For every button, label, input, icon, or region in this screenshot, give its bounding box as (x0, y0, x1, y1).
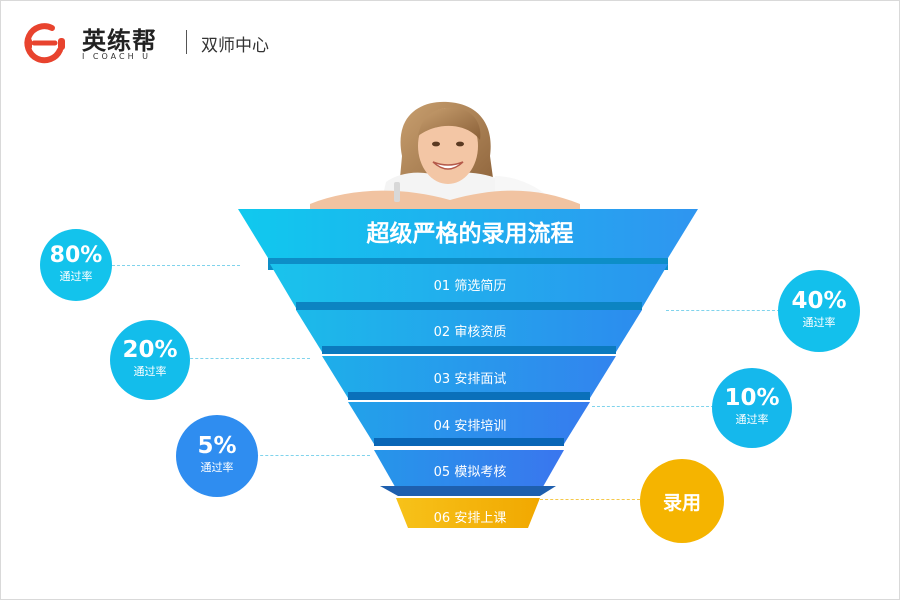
connector-line (592, 406, 714, 407)
funnel-fold (348, 392, 590, 400)
funnel-fold (380, 486, 556, 496)
funnel-step-2 (296, 310, 642, 352)
header-subtitle: 双师中心 (201, 36, 269, 56)
pass-rate-badge: 5% 通过率 (176, 415, 258, 497)
funnel-fold (322, 346, 616, 354)
funnel-step-6 (396, 498, 540, 528)
funnel-step-label: 05 模拟考核 (433, 465, 507, 480)
pass-rate-value: 10% (724, 385, 780, 411)
hired-label: 录用 (662, 492, 701, 514)
pass-rate-caption: 通过率 (59, 270, 93, 283)
funnel-step-4 (348, 402, 590, 444)
funnel-step-label: 06 安排上课 (433, 511, 507, 526)
pass-rate-badge: 80% 通过率 (40, 229, 112, 301)
funnel-step-3 (322, 356, 616, 398)
pass-rate-caption: 通过率 (802, 316, 836, 329)
funnel-title-band (238, 209, 698, 258)
brand-name: 英练帮 (82, 27, 157, 55)
funnel-title: 超级严格的录用流程 (366, 221, 574, 247)
header-divider (186, 30, 187, 54)
pass-rate-caption: 通过率 (735, 413, 769, 426)
pass-rate-caption: 通过率 (133, 365, 167, 378)
funnel-step-label: 03 安排面试 (433, 372, 507, 387)
pass-rate-badge: 20% 通过率 (110, 320, 190, 400)
funnel-fold (296, 302, 642, 310)
connector-line (250, 455, 370, 456)
pass-rate-value: 5% (197, 433, 237, 459)
connector-line (180, 358, 310, 359)
funnel-step-label: 04 安排培训 (433, 419, 507, 434)
connector-line (112, 265, 240, 266)
pass-rate-value: 40% (791, 288, 847, 314)
funnel-step-1 (270, 264, 668, 308)
funnel-step-label: 01 筛选简历 (433, 279, 507, 294)
hired-badge: 录用 (640, 459, 724, 543)
pass-rate-caption: 通过率 (200, 461, 234, 474)
logo-icon (24, 23, 65, 64)
connector-line (540, 499, 640, 500)
brand-tagline: I COACH U (82, 52, 151, 61)
connector-line (666, 310, 780, 311)
pass-rate-badge: 40% 通过率 (778, 270, 860, 352)
pass-rate-badge: 10% 通过率 (712, 368, 792, 448)
funnel-step-label: 02 审核资质 (433, 325, 507, 340)
pass-rate-value: 80% (49, 243, 103, 268)
funnel-step-5 (374, 450, 564, 492)
funnel-fold (374, 438, 564, 446)
pass-rate-value: 20% (122, 337, 178, 363)
